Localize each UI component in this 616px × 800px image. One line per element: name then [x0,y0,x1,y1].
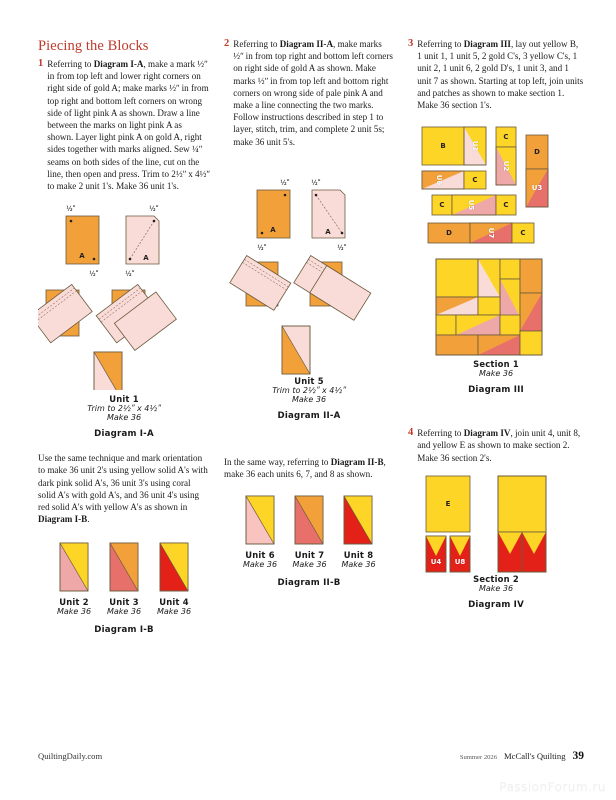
unit-7-caption: Unit 7 Make 36 [285,550,334,569]
diagram-II-B-label: Diagram II-B [277,578,341,589]
diagram-II-B-label-wrap: Diagram II-B [224,578,394,588]
diagram-II-B: Unit 6 Make 36 Unit 7 Make 36 Unit 8 Mak… [224,492,394,602]
diagram-IV-caption: Section 2 Make 36 Diagram IV [408,574,584,610]
watermark: PassionForum.ru [499,780,606,794]
step-1-number: 1 [38,58,44,69]
unit-6-make: Make 36 [242,560,278,570]
page-title: Piecing the Blocks [38,38,149,54]
unit-7-name: Unit 7 [294,550,325,561]
step-3-number: 3 [408,38,414,49]
step-3: 3 Referring to Diagram III, lay out yell… [408,38,584,111]
column-1: Piecing the Blocks 1 Referring to Diagra… [38,38,210,649]
unit-8-make: Make 36 [341,560,376,570]
diagram-II-A-graphic: ½ʺ ½ʺ ½ʺ ½ʺ [229,179,372,375]
diagram-IV-label: Diagram IV [468,599,524,610]
footer-magazine-name: McCall's Quilting [504,751,566,761]
diagram-III: B U1 C U2 D U6 C C U5 C U3 D U7 C [408,123,584,403]
diagram-III-label: Diagram III [468,385,524,396]
svg-text:½ʺ: ½ʺ [125,270,134,278]
diagram-II-A-caption: Unit 5 Trim to 2½ʺ x 4½ʺ Make 36 Diagram… [224,376,394,421]
page-footer: QuiltingDaily.com Summer 2026 McCall's Q… [38,750,584,762]
diagram-III-layout-graphic [421,126,549,244]
unit-6-caption: Unit 6 Make 36 [235,550,285,569]
step-1-text: Referring to Diagram I-A, make a mark ½ʺ… [47,59,210,192]
diagram-I-A-label: Diagram I-A [94,429,154,440]
unit-6-name: Unit 6 [245,550,275,561]
unit-4-caption: Unit 4 Make 36 [149,597,199,616]
unit-7-make: Make 36 [292,560,327,570]
svg-text:½ʺ: ½ʺ [311,179,320,187]
section-2-make: Make 36 [478,583,514,593]
diagram-I-A: ½ʺ ½ʺ ½ʺ ½ʺ [38,200,210,439]
unit-1-make: Make 36 [106,413,142,423]
column-3: 3 Referring to Diagram III, lay out yell… [408,38,584,649]
unit-1-name: Unit 1 [109,394,139,405]
diagram-I-A-caption: Unit 1 Trim to 2½ʺ x 4½ʺ Make 36 Diagram… [38,394,210,439]
unit-1-trim: Trim to 2½ʺ x 4½ʺ [87,404,161,414]
footer-meta: Summer 2026 McCall's Quilting 39 [460,750,584,762]
step-2-number: 2 [224,38,230,49]
unit-5-make: Make 36 [291,394,327,404]
unit-8-caption: Unit 8 Make 36 [334,550,383,569]
unit-5-trim: Trim to 2½ʺ x 4½ʺ [272,385,346,395]
unit-2-caption: Unit 2 Make 36 [49,597,99,616]
step-1: 1 Referring to Diagram I-A, make a mark … [38,58,210,192]
diagram-III-caption: Section 1 Make 36 Diagram III [408,359,584,395]
diagram-IV-graphic [425,475,547,573]
unit-4-name: Unit 4 [159,597,189,608]
diagram-I-B-unit-captions: Unit 2 Make 36 Unit 3 Make 36 Unit 4 Mak… [38,597,210,616]
svg-text:½ʺ: ½ʺ [149,205,158,213]
step-4-number: 4 [408,427,414,439]
column-2: 2 Referring to Diagram II-A, make marks … [224,38,394,649]
svg-text:½ʺ: ½ʺ [257,244,266,252]
unit-3-name: Unit 3 [109,597,139,608]
unit-5-name: Unit 5 [294,375,324,386]
diagram-IV: E U4 U8 Section 2 Make 36 Diagram IV [408,474,584,614]
unit-4-make: Make 36 [156,607,192,617]
diagram-I-B-graphic [59,543,189,592]
step-4: 4 Referring to Diagram IV, join unit 4, … [408,427,584,464]
diagram-II-A: ½ʺ ½ʺ ½ʺ ½ʺ [224,174,394,422]
step-3-text: Referring to Diagram III, lay out yellow… [417,39,584,111]
svg-text:½ʺ: ½ʺ [280,179,289,187]
svg-text:½ʺ: ½ʺ [66,205,75,213]
footer-website[interactable]: QuiltingDaily.com [38,751,103,761]
diagram-I-B-label-wrap: Diagram I-B [38,625,210,635]
section-1-make: Make 36 [478,369,514,379]
svg-text:½ʺ: ½ʺ [89,270,98,278]
diagram-I-B-label: Diagram I-B [94,625,154,636]
diagram-II-B-unit-captions: Unit 6 Make 36 Unit 7 Make 36 Unit 8 Mak… [224,550,394,569]
unit-3-caption: Unit 3 Make 36 [99,597,149,616]
footer-issue: Summer 2026 [459,754,498,761]
footer-page-number: 39 [572,750,585,762]
unit-3-make: Make 36 [106,607,142,617]
section-2-name: Section 2 [473,573,519,584]
diagram-I-A-graphic: ½ʺ ½ʺ ½ʺ ½ʺ [38,205,177,391]
step-2: 2 Referring to Diagram II-A, make marks … [224,38,394,148]
unit-2-make: Make 36 [56,607,92,617]
unit-8-name: Unit 8 [343,550,374,561]
diagram-II-B-graphic [245,495,373,545]
diagram-I-B-note: Use the same technique and mark orientat… [38,453,208,525]
diagram-II-A-label: Diagram II-A [277,410,341,421]
step-2-text: Referring to Diagram II-A, make marks ½ʺ… [233,39,393,147]
step-4-text: Referring to Diagram IV, join unit 4, un… [417,428,581,463]
diagram-I-B: Unit 2 Make 36 Unit 3 Make 36 Unit 4 Mak… [38,539,210,649]
svg-text:½ʺ: ½ʺ [337,244,346,252]
unit-2-name: Unit 2 [59,597,89,608]
diagram-III-section-graphic [435,258,543,356]
section-1-name: Section 1 [473,359,519,370]
page-columns: Piecing the Blocks 1 Referring to Diagra… [38,38,584,649]
diagram-II-B-note: In the same way, referring to Diagram II… [224,456,386,480]
